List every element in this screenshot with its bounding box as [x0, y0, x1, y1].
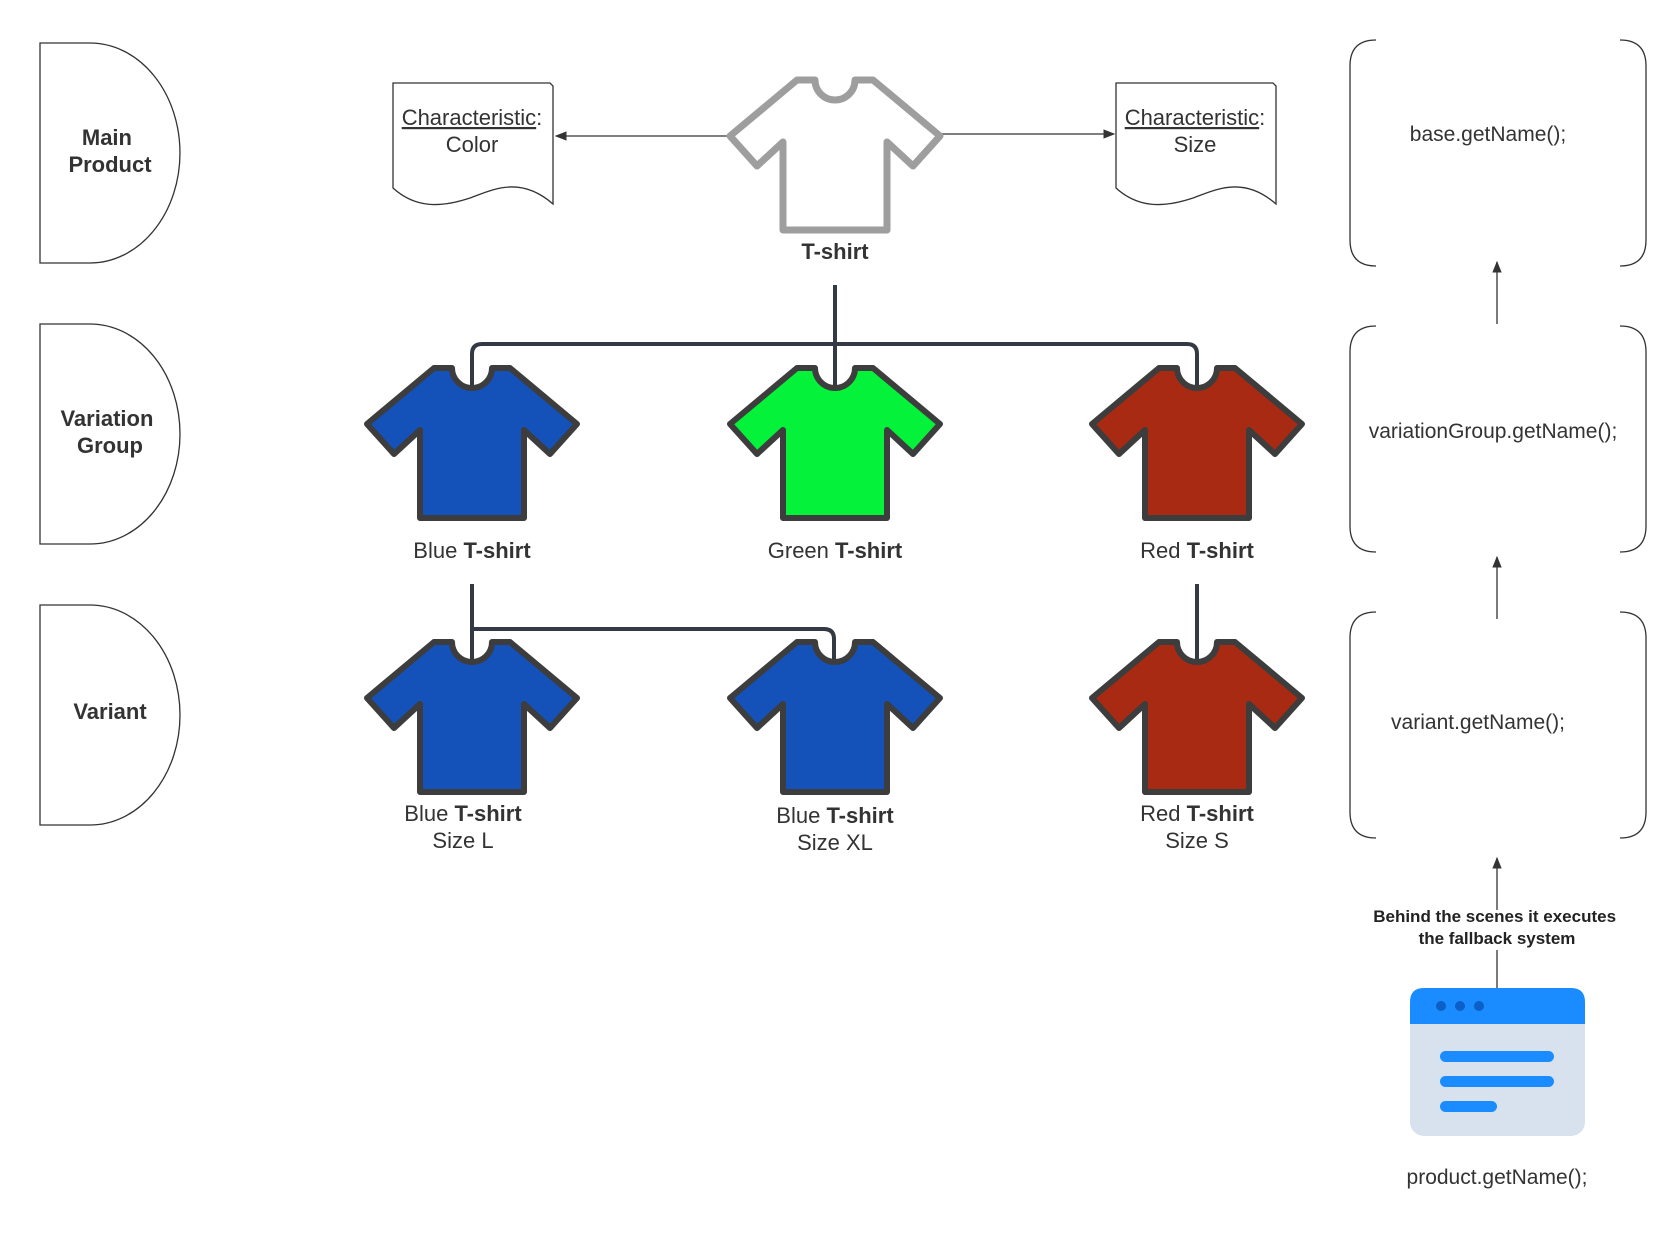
- level-main-line1: Main: [82, 125, 132, 150]
- browser-dot-1: [1436, 1001, 1446, 1011]
- tshirt-icons: [364, 76, 1305, 795]
- code-box-variation-group: variationGroup.getName();: [1349, 325, 1647, 553]
- svg-text:Characteristic:: Characteristic:: [402, 105, 543, 130]
- product-label-main: T-shirt: [801, 239, 869, 264]
- fallback-note: Behind the scenes it executes the fallba…: [1373, 907, 1621, 948]
- characteristic-color-doc: Characteristic: Color: [392, 82, 554, 206]
- level-variation-group: Variation Group: [39, 323, 181, 545]
- product-green-name: T-shirt: [835, 538, 903, 563]
- product-blue-xl-prefix: Blue: [776, 803, 826, 828]
- product-labels: T-shirt Blue T-shirt Green T-shirt Red T…: [404, 239, 1254, 855]
- product-blue-l-name: T-shirt: [454, 801, 522, 826]
- product-blue-xl-size: Size XL: [797, 830, 873, 855]
- product-label-blue: Blue T-shirt: [413, 538, 531, 563]
- svg-text:Variation Group: Variation Group: [60, 406, 159, 458]
- characteristic-color-colon: :: [536, 105, 542, 130]
- svg-text:Variant: Variant: [73, 699, 147, 724]
- tshirt-icon-green: [727, 365, 943, 521]
- tshirt-icon-red-s: [1089, 639, 1305, 795]
- code-box-variant: variant.getName();: [1349, 611, 1647, 839]
- product-red-s-name: T-shirt: [1187, 801, 1255, 826]
- code-product: product.getName();: [1407, 1166, 1588, 1189]
- characteristic-size-doc: Characteristic: Size: [1115, 82, 1277, 206]
- level-variant-line1: Variant: [73, 699, 147, 724]
- tshirt-icon-blue: [364, 365, 580, 521]
- tshirt-icon-main: [726, 76, 944, 234]
- code-variation-group: variationGroup.getName();: [1369, 420, 1618, 443]
- browser-window-icon: [1410, 988, 1585, 1136]
- product-label-blue-l: Blue T-shirt: [404, 801, 522, 826]
- level-main-line2: Product: [68, 152, 152, 177]
- product-blue-prefix: Blue: [413, 538, 463, 563]
- product-red-s-size: Size S: [1165, 828, 1229, 853]
- characteristic-size-value: Size: [1174, 132, 1217, 157]
- product-label-red-s: Red T-shirt: [1140, 801, 1254, 826]
- svg-text:Main Product: Main Product: [68, 125, 152, 177]
- product-label-blue-xl: Blue T-shirt: [776, 803, 894, 828]
- tshirt-icon-blue-l: [364, 639, 580, 795]
- product-blue-name: T-shirt: [463, 538, 531, 563]
- characteristic-color-value: Color: [446, 132, 499, 157]
- product-red-prefix: Red: [1140, 538, 1186, 563]
- fallback-note-line2: the fallback system: [1419, 929, 1576, 948]
- code-base: base.getName();: [1410, 123, 1566, 146]
- characteristic-color-label: Characteristic: [402, 105, 536, 130]
- characteristic-size-colon: :: [1259, 105, 1265, 130]
- connectors-main-to-groups: [463, 285, 1206, 404]
- browser-dot-2: [1455, 1001, 1465, 1011]
- product-red-s-prefix: Red: [1140, 801, 1186, 826]
- level-variant: Variant: [39, 604, 181, 826]
- product-blue-xl-name: T-shirt: [826, 803, 894, 828]
- level-group-line2: Group: [77, 433, 143, 458]
- browser-header: [1410, 988, 1585, 1024]
- browser-line-2: [1440, 1076, 1554, 1087]
- code-variant: variant.getName();: [1391, 711, 1565, 734]
- browser-line-3: [1440, 1101, 1497, 1112]
- product-blue-l-size: Size L: [432, 828, 493, 853]
- product-label-red: Red T-shirt: [1140, 538, 1254, 563]
- browser-dot-3: [1474, 1001, 1484, 1011]
- browser-line-1: [1440, 1051, 1554, 1062]
- product-label-green: Green T-shirt: [768, 538, 903, 563]
- tshirt-icon-red: [1089, 365, 1305, 521]
- product-main-name: T-shirt: [801, 239, 869, 264]
- fallback-note-line1: Behind the scenes it executes: [1373, 907, 1616, 926]
- level-main-product: Main Product: [39, 42, 181, 264]
- product-green-prefix: Green: [768, 538, 835, 563]
- code-box-base: base.getName();: [1349, 39, 1647, 267]
- product-red-name: T-shirt: [1187, 538, 1255, 563]
- characteristic-size-label: Characteristic: [1125, 105, 1259, 130]
- product-blue-l-prefix: Blue: [404, 801, 454, 826]
- level-group-line1: Variation: [60, 406, 153, 431]
- tshirt-icon-blue-xl: [727, 639, 943, 795]
- svg-text:Characteristic:: Characteristic:: [1125, 105, 1266, 130]
